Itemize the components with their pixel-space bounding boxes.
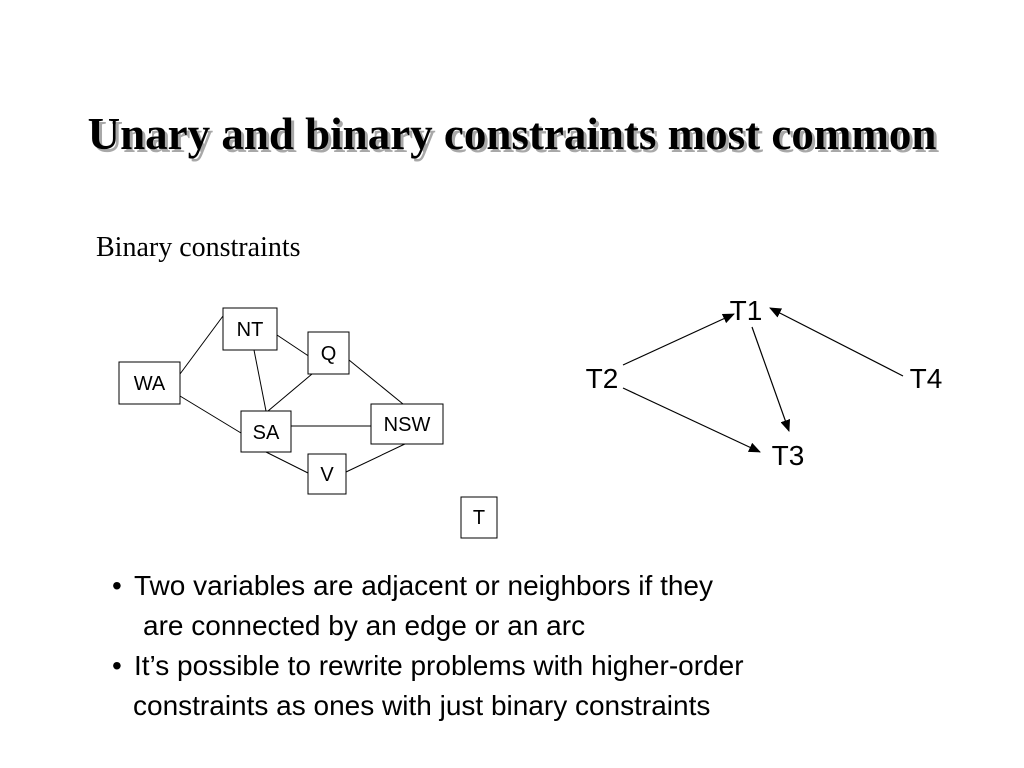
svg-text:SA: SA [253,422,280,444]
bullet-item-rewrite: • It’s possible to rewrite problems with … [112,646,992,726]
arc-t2-t1 [622,313,735,366]
edge-nt-q [276,334,311,358]
bullet-text-line: are connected by an edge or an arc [143,610,586,641]
svg-text:Q: Q [321,343,337,365]
bullet-symbol: • [112,570,122,601]
node-nt: NT [222,307,278,351]
bullet-item-adjacency: • Two variables are adjacent or neighbors… [112,566,992,646]
edge-nsw-v [345,442,408,473]
arc-t4-t1 [769,307,904,377]
arc-t1-t3 [751,326,791,432]
edge-wa-sa [179,395,242,434]
svg-text:WA: WA [134,373,166,395]
edge-wa-nt [179,315,224,375]
directed-constraint-graph: T1 T2 T3 T4 [586,295,943,471]
node-t2: T2 [586,363,619,394]
edge-q-sa [267,373,313,412]
bullet-text-line: Two variables are adjacent or neighbors … [134,570,713,601]
node-nsw: NSW [370,403,444,445]
node-q: Q [307,331,350,375]
bullet-list: • Two variables are adjacent or neighbors… [112,566,992,726]
node-v: V [307,453,347,495]
bullet-symbol: • [112,650,122,681]
edge-nt-sa [253,349,267,412]
node-t: T [460,496,498,539]
svg-text:NT: NT [237,319,264,341]
node-t4: T4 [910,363,943,394]
section-subtitle: Binary constraints [96,232,301,263]
svg-text:V: V [320,464,334,486]
edge-sa-v [265,451,311,475]
node-sa: SA [240,410,292,453]
svg-text:T: T [473,507,485,529]
node-t3: T3 [772,440,805,471]
map-constraint-graph: WA NT Q SA NSW V [118,307,498,539]
slide-title: Unary and binary constraints most common [87,109,937,159]
bullet-text-line: It’s possible to rewrite problems with h… [134,650,744,681]
edge-q-nsw [348,359,404,405]
arc-t2-t3 [622,387,761,453]
node-t1: T1 [730,295,763,326]
bullet-text-line: constraints as ones with just binary con… [133,690,711,721]
svg-text:NSW: NSW [384,414,431,436]
node-wa: WA [118,361,181,405]
